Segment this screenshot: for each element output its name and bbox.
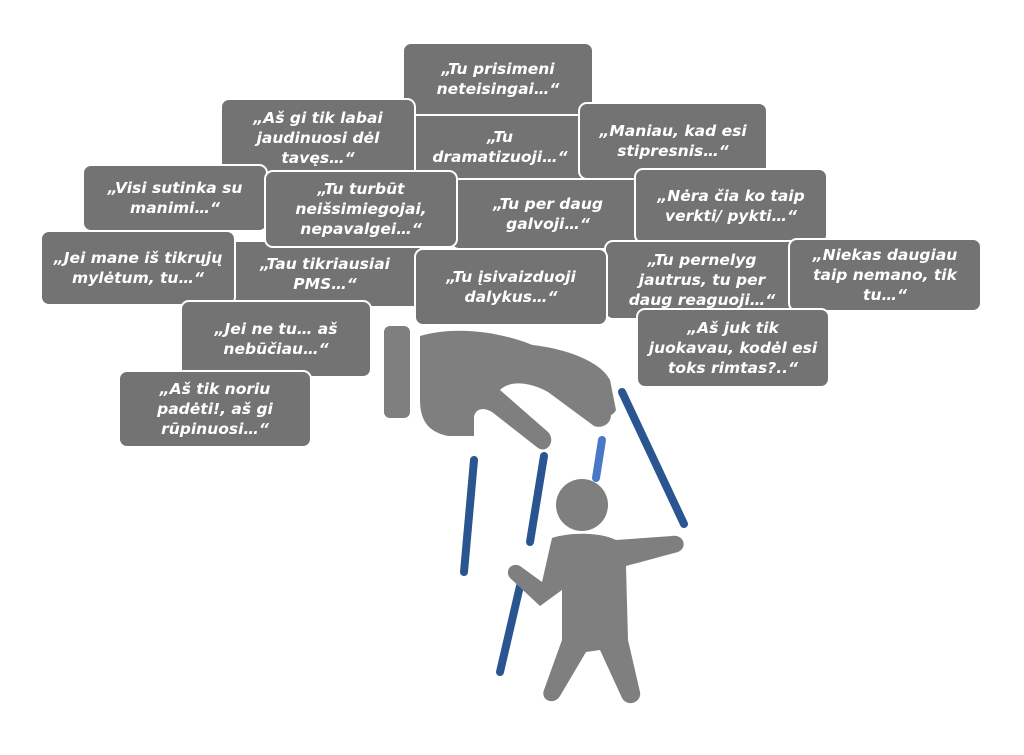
hand-icon	[384, 326, 616, 450]
phrase-text: „Visi sutinka su manimi…“	[107, 179, 243, 217]
puppet-string-icon	[460, 388, 688, 676]
phrase-text: „Nėra čia ko taip verkti/ pykti…“	[657, 187, 805, 225]
phrase-bubble-no-reason-cry: „Nėra čia ko taip verkti/ pykti…“	[634, 168, 828, 244]
phrase-text: „Tu per daug galvoji…“	[493, 195, 603, 233]
phrase-bubble-remember-wrong: „Tu prisimeni neteisingai…“	[402, 42, 594, 116]
puppet-figure-icon	[507, 479, 684, 704]
phrase-bubble-just-joking: „Aš juk tik juokavau, kodėl esi toks rim…	[636, 308, 830, 388]
phrase-bubble-if-loved: „Jei mane iš tikrųjų mylėtum, tu…“	[40, 230, 236, 306]
phrase-text: „Aš juk tik juokavau, kodėl esi toks rim…	[648, 319, 818, 377]
phrase-bubble-imagining: „Tu įsivaizduoji dalykus…“	[414, 248, 608, 326]
phrase-text: „Tu prisimeni neteisingai…“	[436, 60, 560, 98]
phrase-text: „Tu pernelyg jautrus, tu per daug reaguo…	[628, 251, 776, 309]
phrase-text: „Tu turbūt neišsimiegojai, nepavalgei…“	[295, 180, 427, 238]
phrase-bubble-pms: „Tau tikriausiai PMS…“	[228, 240, 422, 308]
phrase-text: „Tu dramatizuoji…“	[432, 128, 568, 166]
phrase-text: „Aš gi tik labai jaudinuosi dėl tavęs…“	[253, 109, 383, 167]
phrase-bubble-no-sleep: „Tu turbūt neišsimiegojai, nepavalgei…“	[264, 170, 458, 248]
phrase-bubble-stronger: „Maniau, kad esi stipresnis…“	[578, 102, 768, 180]
phrase-text: „Jei ne tu… aš nebūčiau…“	[214, 320, 338, 358]
phrase-text: „Aš tik noriu padėti!, aš gi rūpinuosi…“	[157, 380, 273, 438]
phrase-bubble-worried: „Aš gi tik labai jaudinuosi dėl tavęs…“	[220, 98, 416, 178]
phrase-bubble-nobody-thinks: „Niekas daugiau taip nemano, tik tu…“	[788, 238, 982, 312]
phrase-text: „Niekas daugiau taip nemano, tik tu…“	[812, 246, 958, 304]
phrase-bubble-want-to-help: „Aš tik noriu padėti!, aš gi rūpinuosi…“	[118, 370, 312, 448]
phrase-text: „Maniau, kad esi stipresnis…“	[599, 122, 747, 160]
phrase-bubble-everyone-agrees: „Visi sutinka su manimi…“	[82, 164, 268, 232]
phrase-text: „Jei mane iš tikrųjų mylėtum, tu…“	[53, 249, 223, 287]
phrase-bubble-if-not-you: „Jei ne tu… aš nebūčiau…“	[180, 300, 372, 378]
phrase-text: „Tu įsivaizduoji dalykus…“	[446, 268, 576, 306]
phrase-text: „Tau tikriausiai PMS…“	[260, 255, 390, 293]
